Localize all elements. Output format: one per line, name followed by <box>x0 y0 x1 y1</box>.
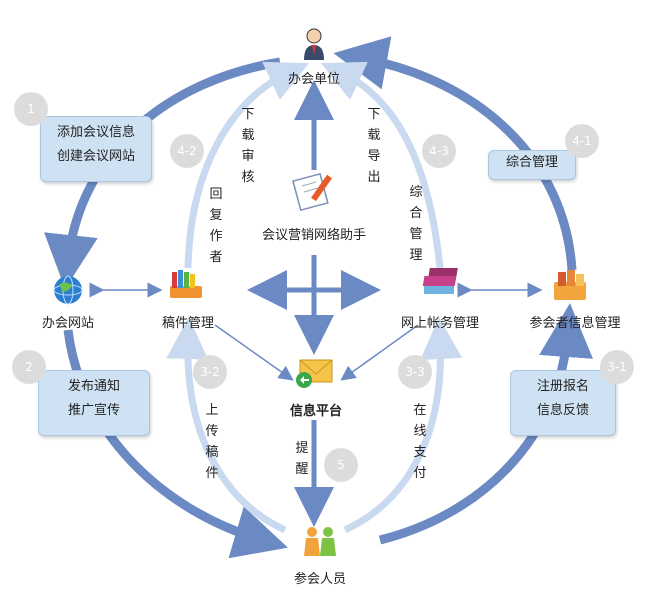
folder-books-icon <box>554 270 586 300</box>
person-icon <box>304 28 324 60</box>
box-register-line1: 注册报名 <box>536 379 589 394</box>
arc-attendees-to-finance <box>343 317 463 534</box>
book-stack-icon <box>422 268 458 294</box>
badge-4-3: 4-3 <box>422 134 456 168</box>
arc-finance-to-organizer <box>320 61 444 269</box>
attendees-label: 参会人员 <box>293 572 347 587</box>
badge-2: 2 <box>12 350 46 384</box>
books-icon <box>170 270 202 298</box>
attendee-mgmt-label: 参会者信息管理 <box>529 316 621 331</box>
badge-4-1: 4-1 <box>565 124 599 158</box>
manuscript-label: 稿件管理 <box>161 316 215 331</box>
box-add-meeting-line2: 创建会议网站 <box>56 149 135 164</box>
badge-1: 1 <box>14 92 48 126</box>
label-download-review: 下载审核 <box>241 107 255 185</box>
box-overall-mgmt: 综合管理 <box>488 150 576 180</box>
arc-attendee-mgmt-to-organizer <box>333 36 577 271</box>
envelope-icon <box>296 359 333 388</box>
document-pen-icon <box>292 172 333 212</box>
box-register-line2: 信息反馈 <box>536 403 589 418</box>
box-publish-notice-line2: 推广宣传 <box>67 403 120 418</box>
label-remind: 提醒 <box>295 441 309 477</box>
box-register: 注册报名 信息反馈 <box>510 370 616 436</box>
box-overall-mgmt-line1: 综合管理 <box>505 155 558 170</box>
label-pay-online: 在线支付 <box>413 403 427 481</box>
box-publish-notice: 发布通知 推广宣传 <box>38 370 150 436</box>
label-overall-mgmt: 综合管理 <box>409 185 423 263</box>
arc-manuscript-to-organizer <box>184 61 310 269</box>
badge-5: 5 <box>324 448 358 482</box>
finance-label: 网上帐务管理 <box>400 316 480 331</box>
assistant-label: 会议营销网络助手 <box>261 228 367 243</box>
website-label: 办会网站 <box>41 316 95 331</box>
arc-website-to-attendees <box>63 329 288 559</box>
box-add-meeting-line1: 添加会议信息 <box>56 125 135 140</box>
box-add-meeting: 添加会议信息 创建会议网站 <box>40 116 152 182</box>
link-finance-platform <box>340 324 419 381</box>
box-publish-notice-line1: 发布通知 <box>67 379 120 394</box>
organizer-label: 办会单位 <box>287 72 341 87</box>
people-icon <box>304 527 336 556</box>
globe-icon <box>53 275 83 305</box>
label-upload: 上传稿件 <box>205 403 219 481</box>
arc-attendees-to-manuscript <box>166 317 287 534</box>
platform-label: 信息平台 <box>289 404 343 419</box>
badge-3-3: 3-3 <box>398 355 432 389</box>
label-reply-author: 回复作者 <box>209 187 223 265</box>
link-manuscript-platform <box>214 324 294 381</box>
badge-4-2: 4-2 <box>170 134 204 168</box>
badge-3-2: 3-2 <box>193 355 227 389</box>
badge-3-1: 3-1 <box>600 350 634 384</box>
label-download-export: 下载导出 <box>367 107 381 185</box>
